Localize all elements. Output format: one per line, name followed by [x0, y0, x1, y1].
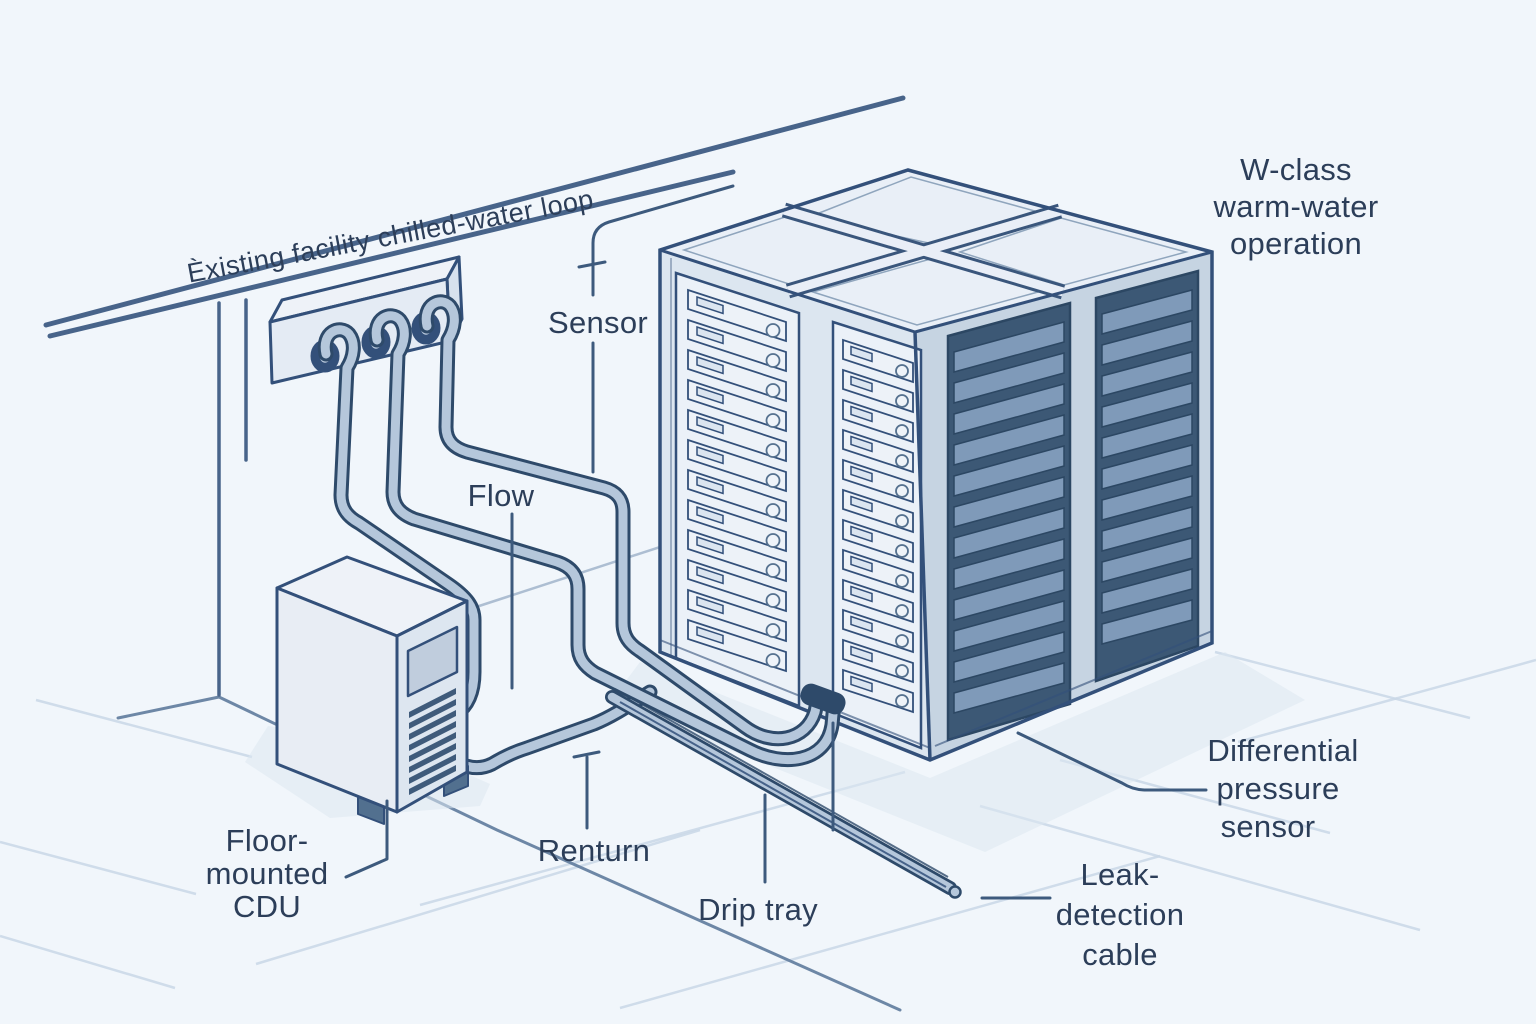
cdu-unit	[275, 555, 469, 825]
wall	[217, 298, 248, 697]
return-label: Renturn	[538, 833, 650, 868]
wall-floor-edge-left	[116, 695, 221, 720]
floor-tile-line	[619, 854, 1161, 1010]
coolant-pipes	[376, 302, 846, 760]
drip-tray-label: Drip tray	[698, 892, 818, 927]
server-rack-cluster	[658, 168, 1214, 762]
floor-tile-line	[35, 698, 253, 759]
leak-label-line-1: Leak-	[1080, 857, 1159, 892]
drip-tray	[605, 688, 962, 899]
floor-tile-line	[0, 840, 197, 896]
pressure-sensor-label: Differential pressure sensor	[1207, 733, 1358, 844]
dps-label-line-2: pressure	[1216, 771, 1339, 806]
leak-label-line-3: cable	[1082, 937, 1158, 972]
leak-detection-cable-line	[619, 701, 947, 888]
rack-shadow	[610, 652, 1305, 852]
dps-label-line-3: sensor	[1221, 809, 1316, 844]
callout-lines	[344, 184, 1208, 900]
cdu-label-line-1: Floor-	[226, 823, 309, 858]
rack-outline	[658, 168, 1214, 762]
rack-plinth-line	[934, 630, 1213, 747]
chilled-water-loop-pipes	[43, 95, 906, 339]
cdu-label: Floor- mounted CDU	[206, 823, 329, 924]
cdu-label-line-3: CDU	[233, 889, 301, 924]
cdu-display-panel	[406, 625, 459, 698]
dps-label-line-1: Differential	[1207, 733, 1358, 768]
drip-tray-end-cap	[948, 885, 962, 899]
rack-edge	[659, 248, 916, 334]
wclass-label-line-1: W-class	[1240, 152, 1352, 187]
sensor-leader-top	[591, 184, 735, 297]
cdu-leader	[344, 799, 389, 879]
rack-top-cross-bands	[781, 202, 1066, 300]
leak-cable-label: Leak- detection cable	[1056, 857, 1185, 972]
rack-edge	[914, 250, 1213, 334]
floor-tile-line	[1237, 658, 1536, 744]
sensor-tick	[577, 260, 607, 269]
floor-tile-line	[419, 770, 906, 907]
floor-tile-line	[1214, 650, 1471, 720]
cdu-label-line-2: mounted	[206, 856, 329, 891]
pressure-sensor-leader	[1016, 731, 1208, 792]
floor-tile-line	[979, 804, 1421, 932]
floor-tile-line	[0, 934, 176, 990]
cdu-vent-louvers	[409, 688, 456, 795]
side-vent-slats-right	[1101, 289, 1193, 645]
wclass-label-line-3: operation	[1230, 226, 1362, 261]
loop-pipe-line	[47, 169, 736, 339]
floor-tile-line	[255, 828, 701, 966]
return-tick	[572, 750, 601, 759]
sensor-label: Sensor	[548, 305, 648, 340]
rack-plinth-line	[659, 639, 931, 749]
drip-tray-lip	[614, 688, 949, 878]
leak-label-line-2: detection	[1056, 897, 1185, 932]
wclass-label-line-2: warm-water	[1213, 189, 1379, 224]
loop-pipe-line	[43, 95, 906, 328]
rack-corner-edge	[913, 331, 932, 761]
rack-pipe-inlet-fitting	[800, 683, 846, 715]
w-class-label: W-class warm-water operation	[1213, 152, 1379, 261]
flow-label: Flow	[468, 478, 535, 513]
